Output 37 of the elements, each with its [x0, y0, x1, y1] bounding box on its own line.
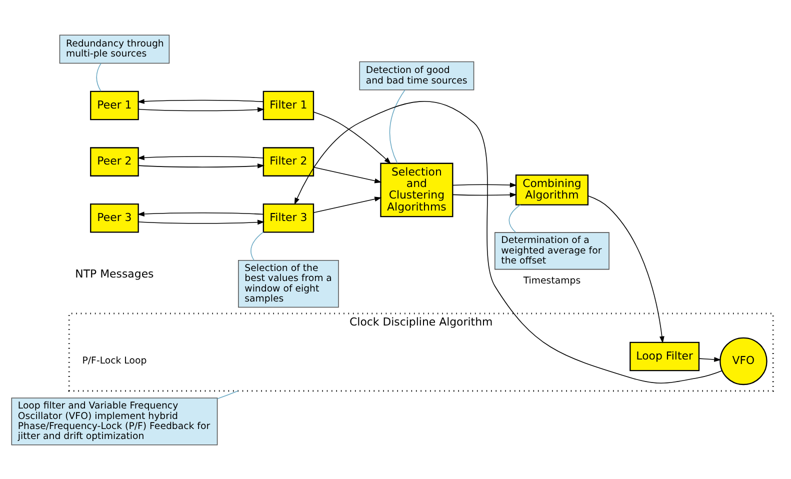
edge-label: Timestamps — [523, 274, 581, 286]
arrow — [698, 356, 722, 362]
arrow — [313, 111, 392, 164]
node-circle: VFO — [720, 336, 768, 385]
connector — [216, 390, 238, 399]
arrow — [138, 219, 265, 224]
node-box: Detection of good and bad time sources — [359, 60, 474, 90]
node-box: Peer 3 — [90, 202, 139, 232]
node-box: Filter 2 — [262, 146, 314, 176]
connector — [389, 89, 406, 164]
node-box: Peer 1 — [90, 90, 139, 120]
connector — [508, 204, 521, 232]
node-box: Combining Algorithm — [515, 174, 589, 205]
arrow — [137, 98, 264, 104]
arrow — [588, 195, 664, 343]
node-box: Filter 3 — [262, 202, 314, 232]
arrow — [294, 100, 722, 383]
arrow — [313, 166, 382, 183]
node-box: Loop Filter — [630, 341, 700, 371]
arrow — [138, 106, 265, 112]
node-box: Peer 2 — [90, 146, 139, 176]
node-box: Selection and Clustering Algorithms — [380, 162, 454, 217]
arrow — [137, 154, 264, 160]
arrow — [313, 196, 382, 213]
node-box: Selection of the best values from a window of eight samples — [238, 259, 339, 308]
node-box: Filter 1 — [262, 90, 314, 120]
connector — [250, 231, 264, 260]
label: NTP Messages — [75, 266, 154, 280]
arrow — [452, 192, 517, 197]
arrow — [137, 211, 264, 216]
label: P/F-Lock Loop — [82, 355, 147, 366]
connector — [96, 62, 102, 92]
arrow — [138, 162, 265, 168]
node-box: Loop filter and Variable Frequency Oscillator (VFO) implement hybrid Phase/Frequency-Lock (P/F) Feedback for jitter and drift optimization — [11, 397, 218, 445]
arrow — [452, 182, 517, 187]
node-box: Redundancy through multi-ple sources — [59, 34, 170, 64]
node-box: Determination of a weighted average for the offset — [494, 232, 610, 270]
